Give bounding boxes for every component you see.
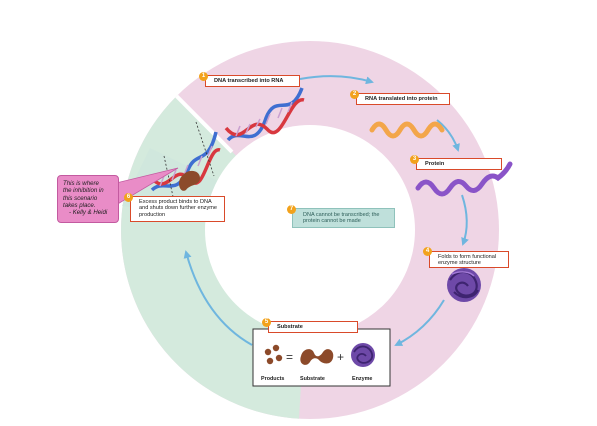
product-particle bbox=[275, 354, 283, 362]
products-caption: Products bbox=[261, 376, 284, 382]
step-1-label: DNA transcribed into RNA bbox=[205, 75, 300, 88]
product-particle bbox=[264, 348, 272, 356]
step-5-badge: 5 bbox=[262, 318, 271, 327]
product-particle bbox=[272, 344, 280, 352]
annotation-line: the inhibition in bbox=[63, 187, 104, 195]
dna-helix-transcription-icon bbox=[224, 87, 305, 142]
annotation-line: This is where bbox=[63, 180, 99, 187]
arrow-3-to-4 bbox=[461, 194, 469, 246]
step-3-badge: 3 bbox=[410, 155, 419, 164]
substrate-caption: Substrate bbox=[300, 376, 325, 382]
step-2-badge: 2 bbox=[350, 90, 359, 99]
arrow-4-to-5 bbox=[394, 299, 445, 346]
annotation-author: - Kelly & Heidi bbox=[69, 209, 108, 217]
step-1-badge: 1 bbox=[199, 72, 208, 81]
wedge-gap-line bbox=[175, 94, 234, 154]
annotation-line: takes place. bbox=[63, 201, 96, 209]
plus-sign: + bbox=[337, 350, 344, 364]
bound-product-icon bbox=[179, 170, 200, 191]
folded-enzyme-icon bbox=[447, 268, 481, 302]
step-4-label: Folds to form functional enzyme structur… bbox=[429, 251, 509, 268]
annotation-line: this scenario bbox=[63, 194, 98, 202]
product-particle bbox=[266, 357, 274, 365]
arrow-2-to-3 bbox=[436, 119, 460, 152]
step-6-badge: 6 bbox=[124, 193, 133, 202]
step-5-label: Substrate bbox=[268, 321, 358, 334]
step-6-label: Excess product binds to DNA and shuts do… bbox=[130, 196, 225, 222]
equals-sign: = bbox=[286, 350, 293, 364]
protein-chain-icon bbox=[415, 161, 513, 197]
step-4-badge: 4 bbox=[423, 247, 432, 256]
substrate-molecule-icon bbox=[300, 349, 334, 365]
reaction-equation-box: = + Products Substrate Enzyme bbox=[252, 328, 391, 387]
step-7-badge: 7 bbox=[287, 205, 296, 214]
step-3-label: Protein bbox=[416, 158, 502, 171]
step-2-label: RNA translated into protein bbox=[356, 93, 450, 106]
inhibition-annotation-note: This is where the inhibition in this sce… bbox=[57, 175, 119, 223]
cycle-inner-hole bbox=[205, 125, 415, 335]
enzyme-caption: Enzyme bbox=[352, 376, 372, 382]
rna-strand-icon bbox=[369, 121, 445, 139]
enzyme-icon bbox=[351, 343, 375, 367]
arrow-5-to-6 bbox=[183, 250, 253, 346]
arrow-1-to-2 bbox=[299, 75, 374, 85]
step-7-label: DNA cannot be transcribed; the protein c… bbox=[292, 208, 395, 228]
